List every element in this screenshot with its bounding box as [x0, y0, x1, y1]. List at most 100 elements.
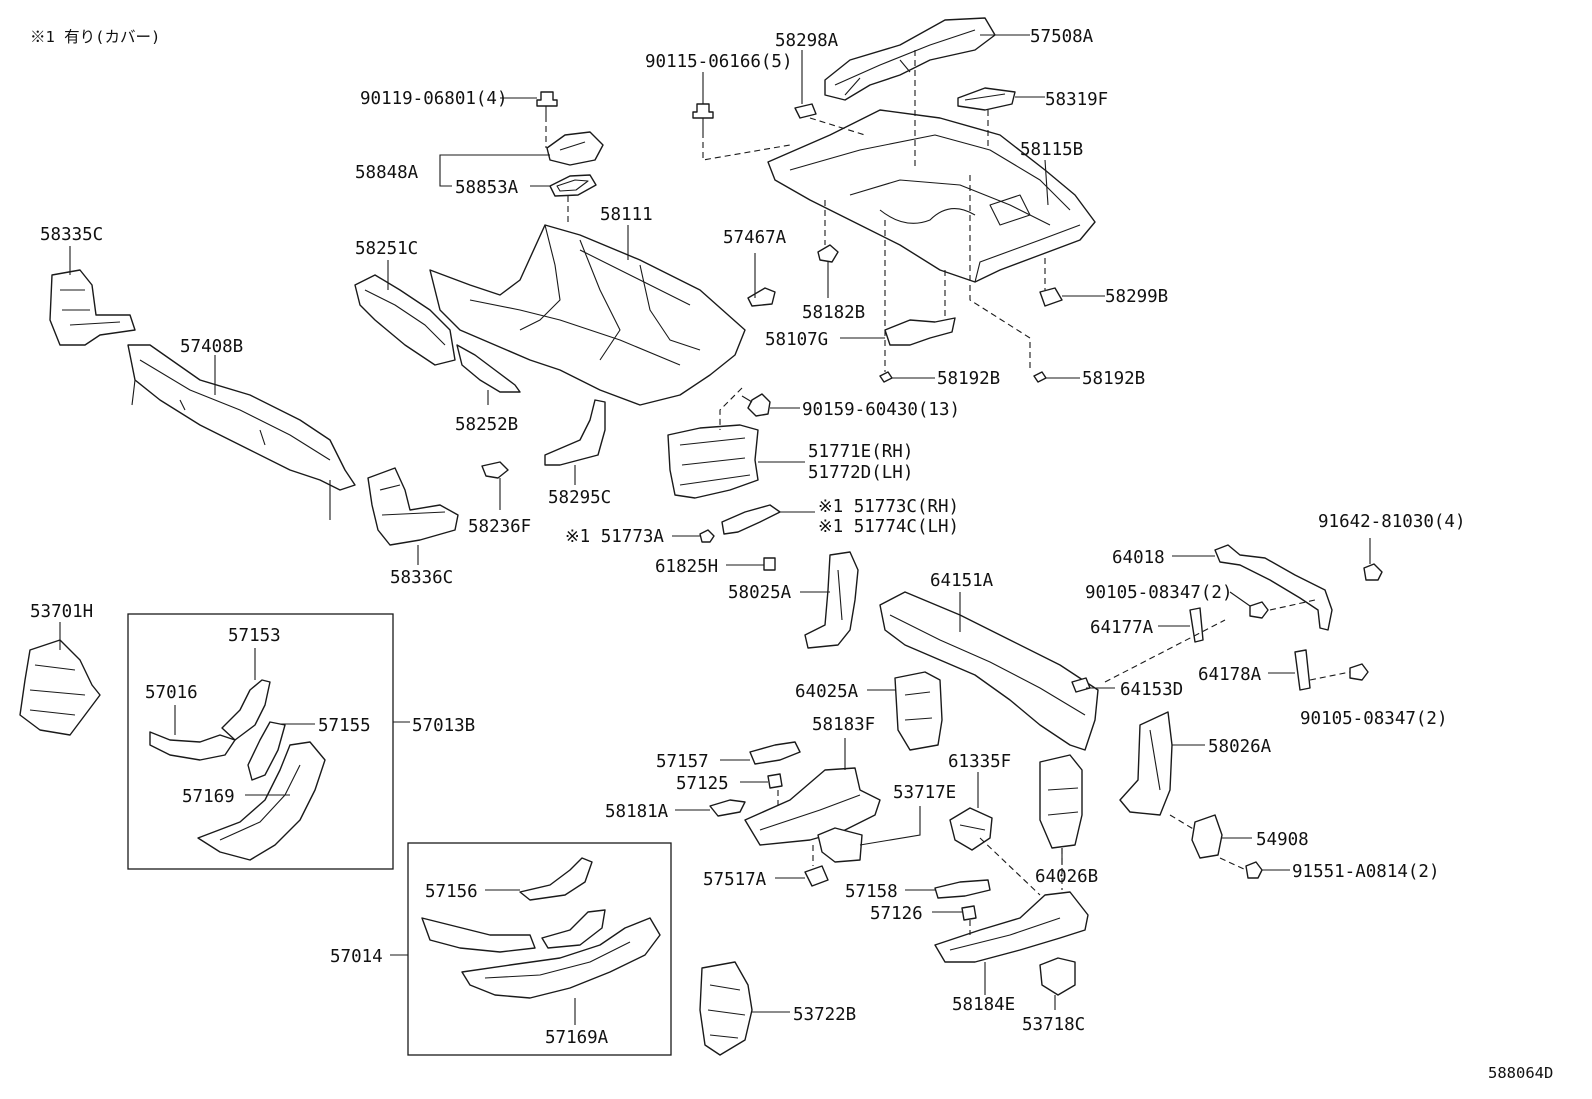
- label-90119[interactable]: 90119-06801(4): [360, 89, 508, 109]
- label-90105b[interactable]: 90105-08347(2): [1300, 709, 1448, 729]
- label-57467A[interactable]: 57467A: [723, 228, 787, 248]
- part-64177A-shape[interactable]: [1189, 607, 1204, 643]
- part-57014-mid-shape[interactable]: [541, 909, 606, 949]
- label-57013B[interactable]: 57013B: [412, 716, 475, 736]
- label-58111[interactable]: 58111: [600, 205, 653, 225]
- part-58251C-shape[interactable]: [354, 274, 456, 366]
- label-90105a[interactable]: 90105-08347(2): [1085, 583, 1233, 603]
- part-58181A-shape[interactable]: [709, 799, 746, 817]
- part-58295C-shape[interactable]: [544, 399, 606, 466]
- part-58107G-shape[interactable]: [884, 317, 956, 346]
- part-53717E-shape[interactable]: [817, 827, 863, 863]
- part-57408B-shape[interactable]: [127, 344, 356, 520]
- label-91642[interactable]: 91642-81030(4): [1318, 512, 1466, 532]
- part-53722B-shape[interactable]: [699, 961, 753, 1056]
- part-58184E-shape[interactable]: [934, 891, 1089, 963]
- part-51773A-shape[interactable]: [699, 529, 715, 543]
- label-53701H[interactable]: 53701H: [30, 602, 93, 622]
- part-64025A-shape[interactable]: [894, 671, 943, 751]
- part-57014-upper-shape[interactable]: [421, 917, 536, 953]
- label-58182B[interactable]: 58182B: [802, 303, 865, 323]
- part-57155-shape[interactable]: [247, 721, 286, 781]
- label-57517A[interactable]: 57517A: [703, 870, 767, 890]
- part-90115-shape[interactable]: [692, 103, 714, 132]
- label-64018[interactable]: 64018: [1112, 548, 1165, 568]
- label-57125[interactable]: 57125: [676, 774, 729, 794]
- part-57169A-shape[interactable]: [461, 917, 661, 999]
- label-57169A[interactable]: 57169A: [545, 1028, 609, 1048]
- part-58336C-shape[interactable]: [367, 467, 459, 546]
- label-58335C[interactable]: 58335C: [40, 225, 103, 245]
- label-51774C[interactable]: ※1 51774C(LH): [818, 517, 959, 537]
- label-58252B[interactable]: 58252B: [455, 415, 518, 435]
- part-58115B-shape[interactable]: [767, 109, 1096, 283]
- part-57467A-shape[interactable]: [747, 287, 776, 307]
- part-57169-shape[interactable]: [197, 741, 326, 861]
- label-64025A[interactable]: 64025A: [795, 682, 859, 702]
- part-64178A-shape[interactable]: [1294, 649, 1311, 691]
- part-58025A-shape[interactable]: [804, 551, 859, 649]
- label-58251C[interactable]: 58251C: [355, 239, 418, 259]
- part-57126-shape[interactable]: [961, 905, 977, 921]
- label-61335F[interactable]: 61335F: [948, 752, 1011, 772]
- label-58853A[interactable]: 58853A: [455, 178, 519, 198]
- label-53718C[interactable]: 53718C: [1022, 1015, 1085, 1035]
- label-91551[interactable]: 91551-A0814(2): [1292, 862, 1440, 882]
- part-54908-shape[interactable]: [1191, 814, 1223, 859]
- label-53722B[interactable]: 53722B: [793, 1005, 856, 1025]
- label-58107G[interactable]: 58107G: [765, 330, 828, 350]
- label-57153[interactable]: 57153: [228, 626, 281, 646]
- label-51773A[interactable]: ※1 51773A: [565, 527, 664, 547]
- label-57016[interactable]: 57016: [145, 683, 198, 703]
- part-58192B-shape-2[interactable]: [1033, 371, 1047, 383]
- part-57158-shape[interactable]: [934, 879, 991, 899]
- label-64178A[interactable]: 64178A: [1198, 665, 1262, 685]
- label-57508A[interactable]: 57508A: [1030, 27, 1094, 47]
- part-58183F-shape[interactable]: [744, 767, 881, 846]
- part-58848A-shape[interactable]: [546, 131, 604, 166]
- label-51772D[interactable]: 51772D(LH): [808, 463, 913, 483]
- label-58336C[interactable]: 58336C: [390, 568, 453, 588]
- label-51773C[interactable]: ※1 51773C(RH): [818, 497, 959, 517]
- part-90159-shape[interactable]: [741, 393, 771, 417]
- part-58335C-shape[interactable]: [49, 269, 136, 346]
- part-57508A-shape[interactable]: [824, 17, 996, 101]
- label-64026B[interactable]: 64026B: [1035, 867, 1098, 887]
- part-58236F-shape[interactable]: [481, 461, 509, 479]
- label-57158[interactable]: 57158: [845, 882, 898, 902]
- part-58111-shape[interactable]: [429, 224, 746, 406]
- part-57157-shape[interactable]: [749, 741, 801, 765]
- part-91642-shape[interactable]: [1363, 563, 1383, 581]
- label-58184E[interactable]: 58184E: [952, 995, 1015, 1015]
- label-58025A[interactable]: 58025A: [728, 583, 792, 603]
- label-58192B-1[interactable]: 58192B: [937, 369, 1000, 389]
- label-90159[interactable]: 90159-60430(13): [802, 400, 960, 420]
- label-58236F[interactable]: 58236F: [468, 517, 531, 537]
- label-58181A[interactable]: 58181A: [605, 802, 669, 822]
- label-57156[interactable]: 57156: [425, 882, 478, 902]
- label-58848A[interactable]: 58848A: [355, 163, 419, 183]
- label-58319F[interactable]: 58319F: [1045, 90, 1108, 110]
- label-53717E[interactable]: 53717E: [893, 783, 956, 803]
- label-64153D[interactable]: 64153D: [1120, 680, 1183, 700]
- part-58182B-shape[interactable]: [817, 244, 839, 263]
- part-53718C-shape[interactable]: [1039, 957, 1076, 996]
- part-58299B-shape[interactable]: [1039, 287, 1063, 307]
- label-64151A[interactable]: 64151A: [930, 571, 994, 591]
- label-58026A[interactable]: 58026A: [1208, 737, 1272, 757]
- part-58192B-shape-1[interactable]: [879, 371, 893, 383]
- label-64177A[interactable]: 64177A: [1090, 618, 1154, 638]
- part-57156-shape[interactable]: [519, 857, 593, 901]
- label-58299B[interactable]: 58299B: [1105, 287, 1168, 307]
- label-54908[interactable]: 54908: [1256, 830, 1309, 850]
- part-91551-shape[interactable]: [1245, 861, 1263, 879]
- part-61335F-shape[interactable]: [949, 807, 993, 851]
- label-57155[interactable]: 57155: [318, 716, 371, 736]
- label-51771E[interactable]: 51771E(RH): [808, 442, 913, 462]
- label-57014[interactable]: 57014: [330, 947, 383, 967]
- label-58192B-2[interactable]: 58192B: [1082, 369, 1145, 389]
- part-57517A-shape[interactable]: [804, 865, 829, 887]
- part-64018-shape[interactable]: [1214, 544, 1333, 631]
- label-90115[interactable]: 90115-06166(5): [645, 52, 793, 72]
- label-57408B[interactable]: 57408B: [180, 337, 243, 357]
